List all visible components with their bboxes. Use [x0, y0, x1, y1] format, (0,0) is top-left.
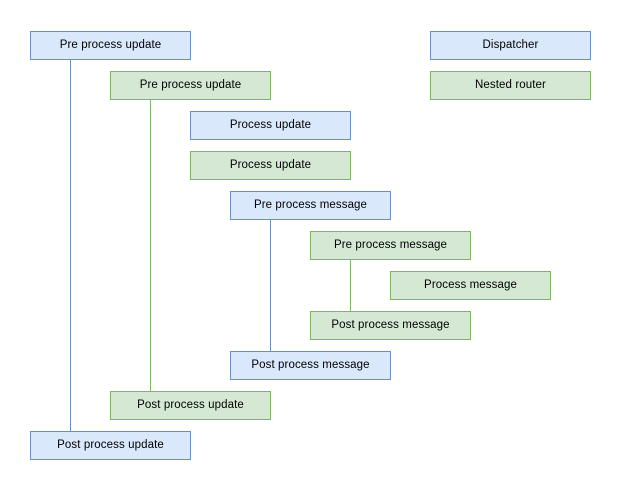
legend-item-label: Dispatcher	[482, 38, 539, 51]
node-label: Process update	[229, 158, 312, 171]
legend-item-label: Nested router	[475, 78, 546, 91]
connector-n2-to-n10	[150, 100, 151, 391]
connector-n1-to-n11	[70, 60, 71, 431]
node-label: Pre process update	[139, 78, 242, 91]
node-label: Post process message	[251, 358, 370, 371]
node-n4[interactable]: Process update	[190, 151, 351, 180]
node-n11[interactable]: Post process update	[30, 431, 191, 460]
node-label: Pre process message	[333, 238, 448, 251]
node-n10[interactable]: Post process update	[110, 391, 271, 420]
node-n3[interactable]: Process update	[190, 111, 351, 140]
node-label: Pre process update	[59, 38, 162, 51]
node-label: Post process update	[57, 438, 164, 451]
node-n1[interactable]: Pre process update	[30, 31, 191, 60]
node-label: Pre process message	[253, 198, 368, 211]
node-label: Process message	[424, 278, 517, 291]
connector-n6-to-n8	[350, 260, 351, 311]
node-label: Process update	[229, 118, 312, 131]
connector-n5-to-n9	[270, 220, 271, 351]
node-n7[interactable]: Process message	[390, 271, 551, 300]
node-n2[interactable]: Pre process update	[110, 71, 271, 100]
node-label: Post process message	[331, 318, 450, 331]
legend-item-router[interactable]: Nested router	[430, 71, 591, 100]
node-n8[interactable]: Post process message	[310, 311, 471, 340]
node-n9[interactable]: Post process message	[230, 351, 391, 380]
node-label: Post process update	[137, 398, 244, 411]
node-n6[interactable]: Pre process message	[310, 231, 471, 260]
node-n5[interactable]: Pre process message	[230, 191, 391, 220]
legend-item-dispatcher[interactable]: Dispatcher	[430, 31, 591, 60]
